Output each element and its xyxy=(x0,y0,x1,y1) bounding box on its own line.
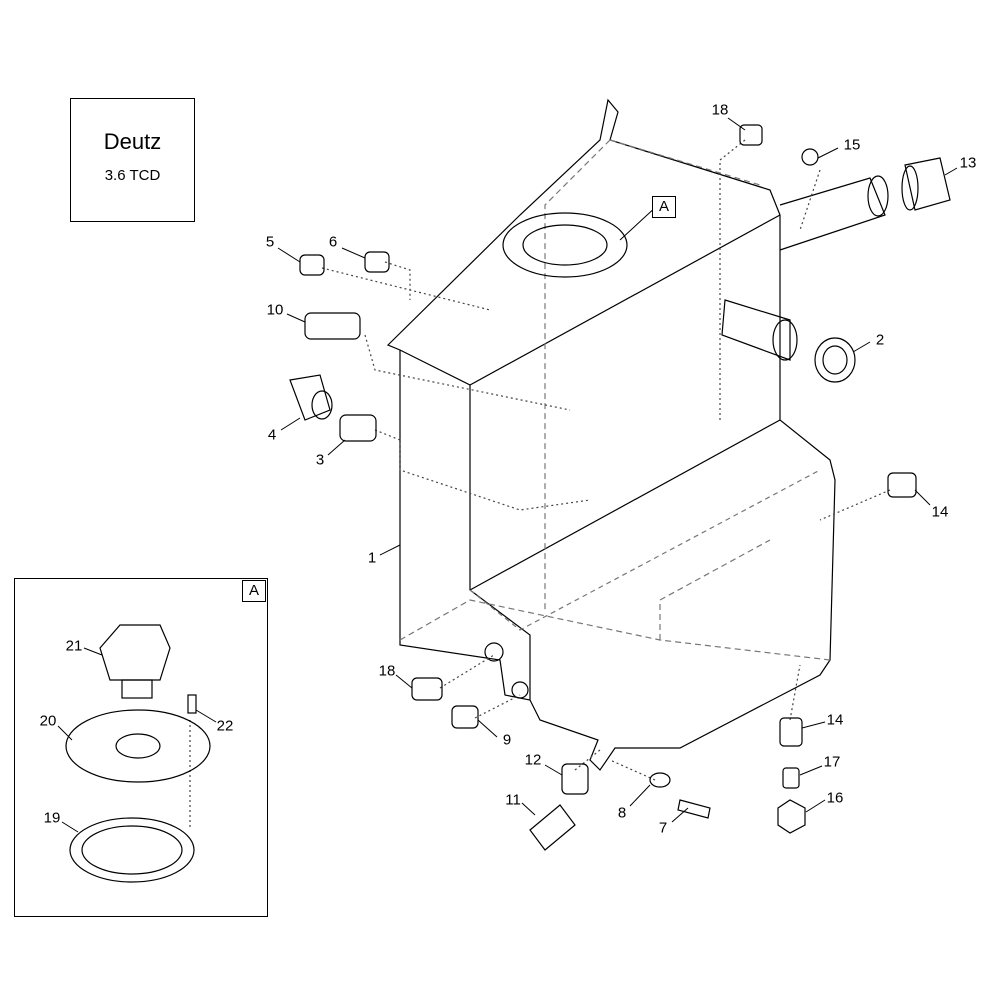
inset-label: A xyxy=(242,580,266,602)
callout-17[interactable]: 17 xyxy=(823,753,841,771)
callout-10[interactable]: 10 xyxy=(266,301,284,319)
callout-6[interactable]: 6 xyxy=(328,233,338,251)
callout-20[interactable]: 20 xyxy=(39,712,57,730)
detail-a-callout[interactable]: A xyxy=(652,196,676,218)
callout-1[interactable]: 1 xyxy=(367,549,377,567)
fuel-tank xyxy=(386,98,889,771)
callout-14[interactable]: 14 xyxy=(931,503,949,521)
callout-leaders xyxy=(57,117,958,833)
callout-3[interactable]: 3 xyxy=(315,451,325,469)
callout-5[interactable]: 5 xyxy=(265,233,275,251)
callout-12[interactable]: 12 xyxy=(524,751,542,769)
callout-2[interactable]: 2 xyxy=(875,331,885,349)
callout-22[interactable]: 22 xyxy=(216,717,234,735)
callout-7[interactable]: 7 xyxy=(658,819,668,837)
callout-13[interactable]: 13 xyxy=(959,154,977,172)
engine-name: Deutz xyxy=(103,129,162,154)
callout-16[interactable]: 16 xyxy=(826,789,844,807)
callout-4[interactable]: 4 xyxy=(267,426,277,444)
callout-9[interactable]: 9 xyxy=(502,731,512,749)
engine-model: 3.6 TCD xyxy=(104,167,161,184)
fittings xyxy=(65,124,951,883)
callout-18[interactable]: 18 xyxy=(711,101,729,119)
leader-lines xyxy=(189,139,891,830)
callout-18-lower[interactable]: 18 xyxy=(378,662,396,680)
callout-14-lower[interactable]: 14 xyxy=(826,711,844,729)
callout-21[interactable]: 21 xyxy=(65,637,83,655)
detail-a-inset xyxy=(14,578,268,917)
callout-19[interactable]: 19 xyxy=(43,809,61,827)
engine-label-box: Deutz 3.6 TCD xyxy=(70,98,195,222)
callout-15[interactable]: 15 xyxy=(843,136,861,154)
callout-8[interactable]: 8 xyxy=(617,804,627,822)
callout-11[interactable]: 11 xyxy=(505,791,521,809)
